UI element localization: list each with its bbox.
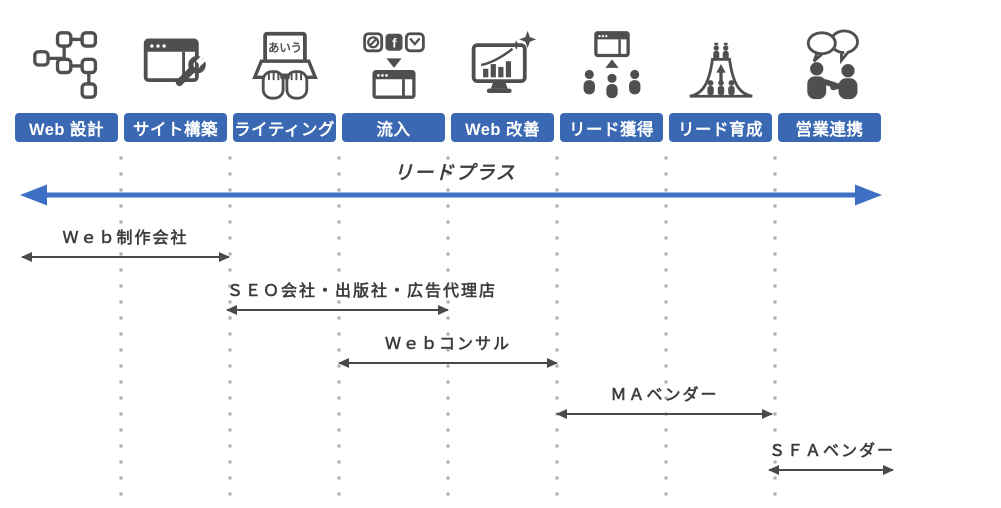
lead-nurturing-mountain-icon: [685, 20, 757, 110]
stage-label-lead-gen: リード獲得: [560, 113, 663, 142]
range-arrow: [338, 358, 558, 368]
sales-conversation-icon: [794, 20, 866, 110]
analytics-monitor-icon: [467, 20, 539, 110]
column-divider-dotted-4: [446, 150, 450, 498]
column-divider-dotted-5: [555, 150, 559, 498]
stage-inflow: f 流入: [339, 20, 448, 142]
stage-label-writing: ライティング: [233, 113, 336, 142]
leadplus-span-arrow: [20, 184, 882, 206]
stage-sales-link: 営業連携: [775, 20, 884, 142]
range-sfa-vendor: ＳＦＡベンダー: [768, 442, 896, 475]
range-label: Ｗｅｂコンサル: [384, 336, 511, 353]
column-divider-dotted-1: [119, 150, 123, 498]
range-label: ＳＥＯ会社・出版社・広告代理店: [227, 283, 498, 300]
range-arrow: [556, 409, 773, 419]
typing-laptop-icon: あいう: [249, 20, 321, 110]
facebook-letter: f: [392, 35, 397, 50]
stage-label-web-improve: Web 改善: [451, 113, 554, 142]
stage-label-inflow: 流入: [342, 113, 445, 142]
stage-label-site-build: サイト構築: [124, 113, 227, 142]
range-label: Ｗｅｂ制作会社: [62, 230, 189, 247]
range-web-production-company: Ｗｅｂ制作会社: [21, 229, 230, 262]
column-divider-dotted-7: [773, 150, 777, 498]
stage-label-web-design: Web 設計: [15, 113, 118, 142]
range-ma-vendor: ＭＡベンダー: [556, 386, 773, 419]
stage-web-improve: Web 改善: [448, 20, 557, 142]
range-arrow: [768, 465, 894, 475]
laptop-screen-text: あいう: [267, 42, 301, 55]
range-label: ＳＦＡベンダー: [769, 443, 896, 460]
range-label: ＭＡベンダー: [610, 387, 719, 404]
range-arrow: [21, 252, 230, 262]
range-web-consulting: Ｗｅｂコンサル: [338, 335, 558, 368]
leadplus-label: リードプラス: [393, 163, 517, 184]
site-build-wrench-icon: [140, 20, 212, 110]
column-divider-dotted-6: [664, 150, 668, 498]
stage-site-build: サイト構築: [121, 20, 230, 142]
traffic-channels-icon: f: [358, 20, 430, 110]
stage-lead-nurture: リード育成: [666, 20, 775, 142]
stage-lead-gen: リード獲得: [557, 20, 666, 142]
sitemap-icon: [31, 20, 103, 110]
range-arrow: [226, 305, 449, 315]
stage-web-design: Web 設計: [12, 20, 121, 142]
lead-generation-icon: [576, 20, 648, 110]
stage-label-sales-link: 営業連携: [778, 113, 881, 142]
column-divider-dotted-3: [337, 150, 341, 498]
range-seo-publisher-ad-agency: ＳＥＯ会社・出版社・広告代理店: [226, 282, 498, 315]
stage-label-lead-nurture: リード育成: [669, 113, 772, 142]
column-divider-dotted-2: [228, 150, 232, 498]
stage-writing: あいう ライティング: [230, 20, 339, 142]
